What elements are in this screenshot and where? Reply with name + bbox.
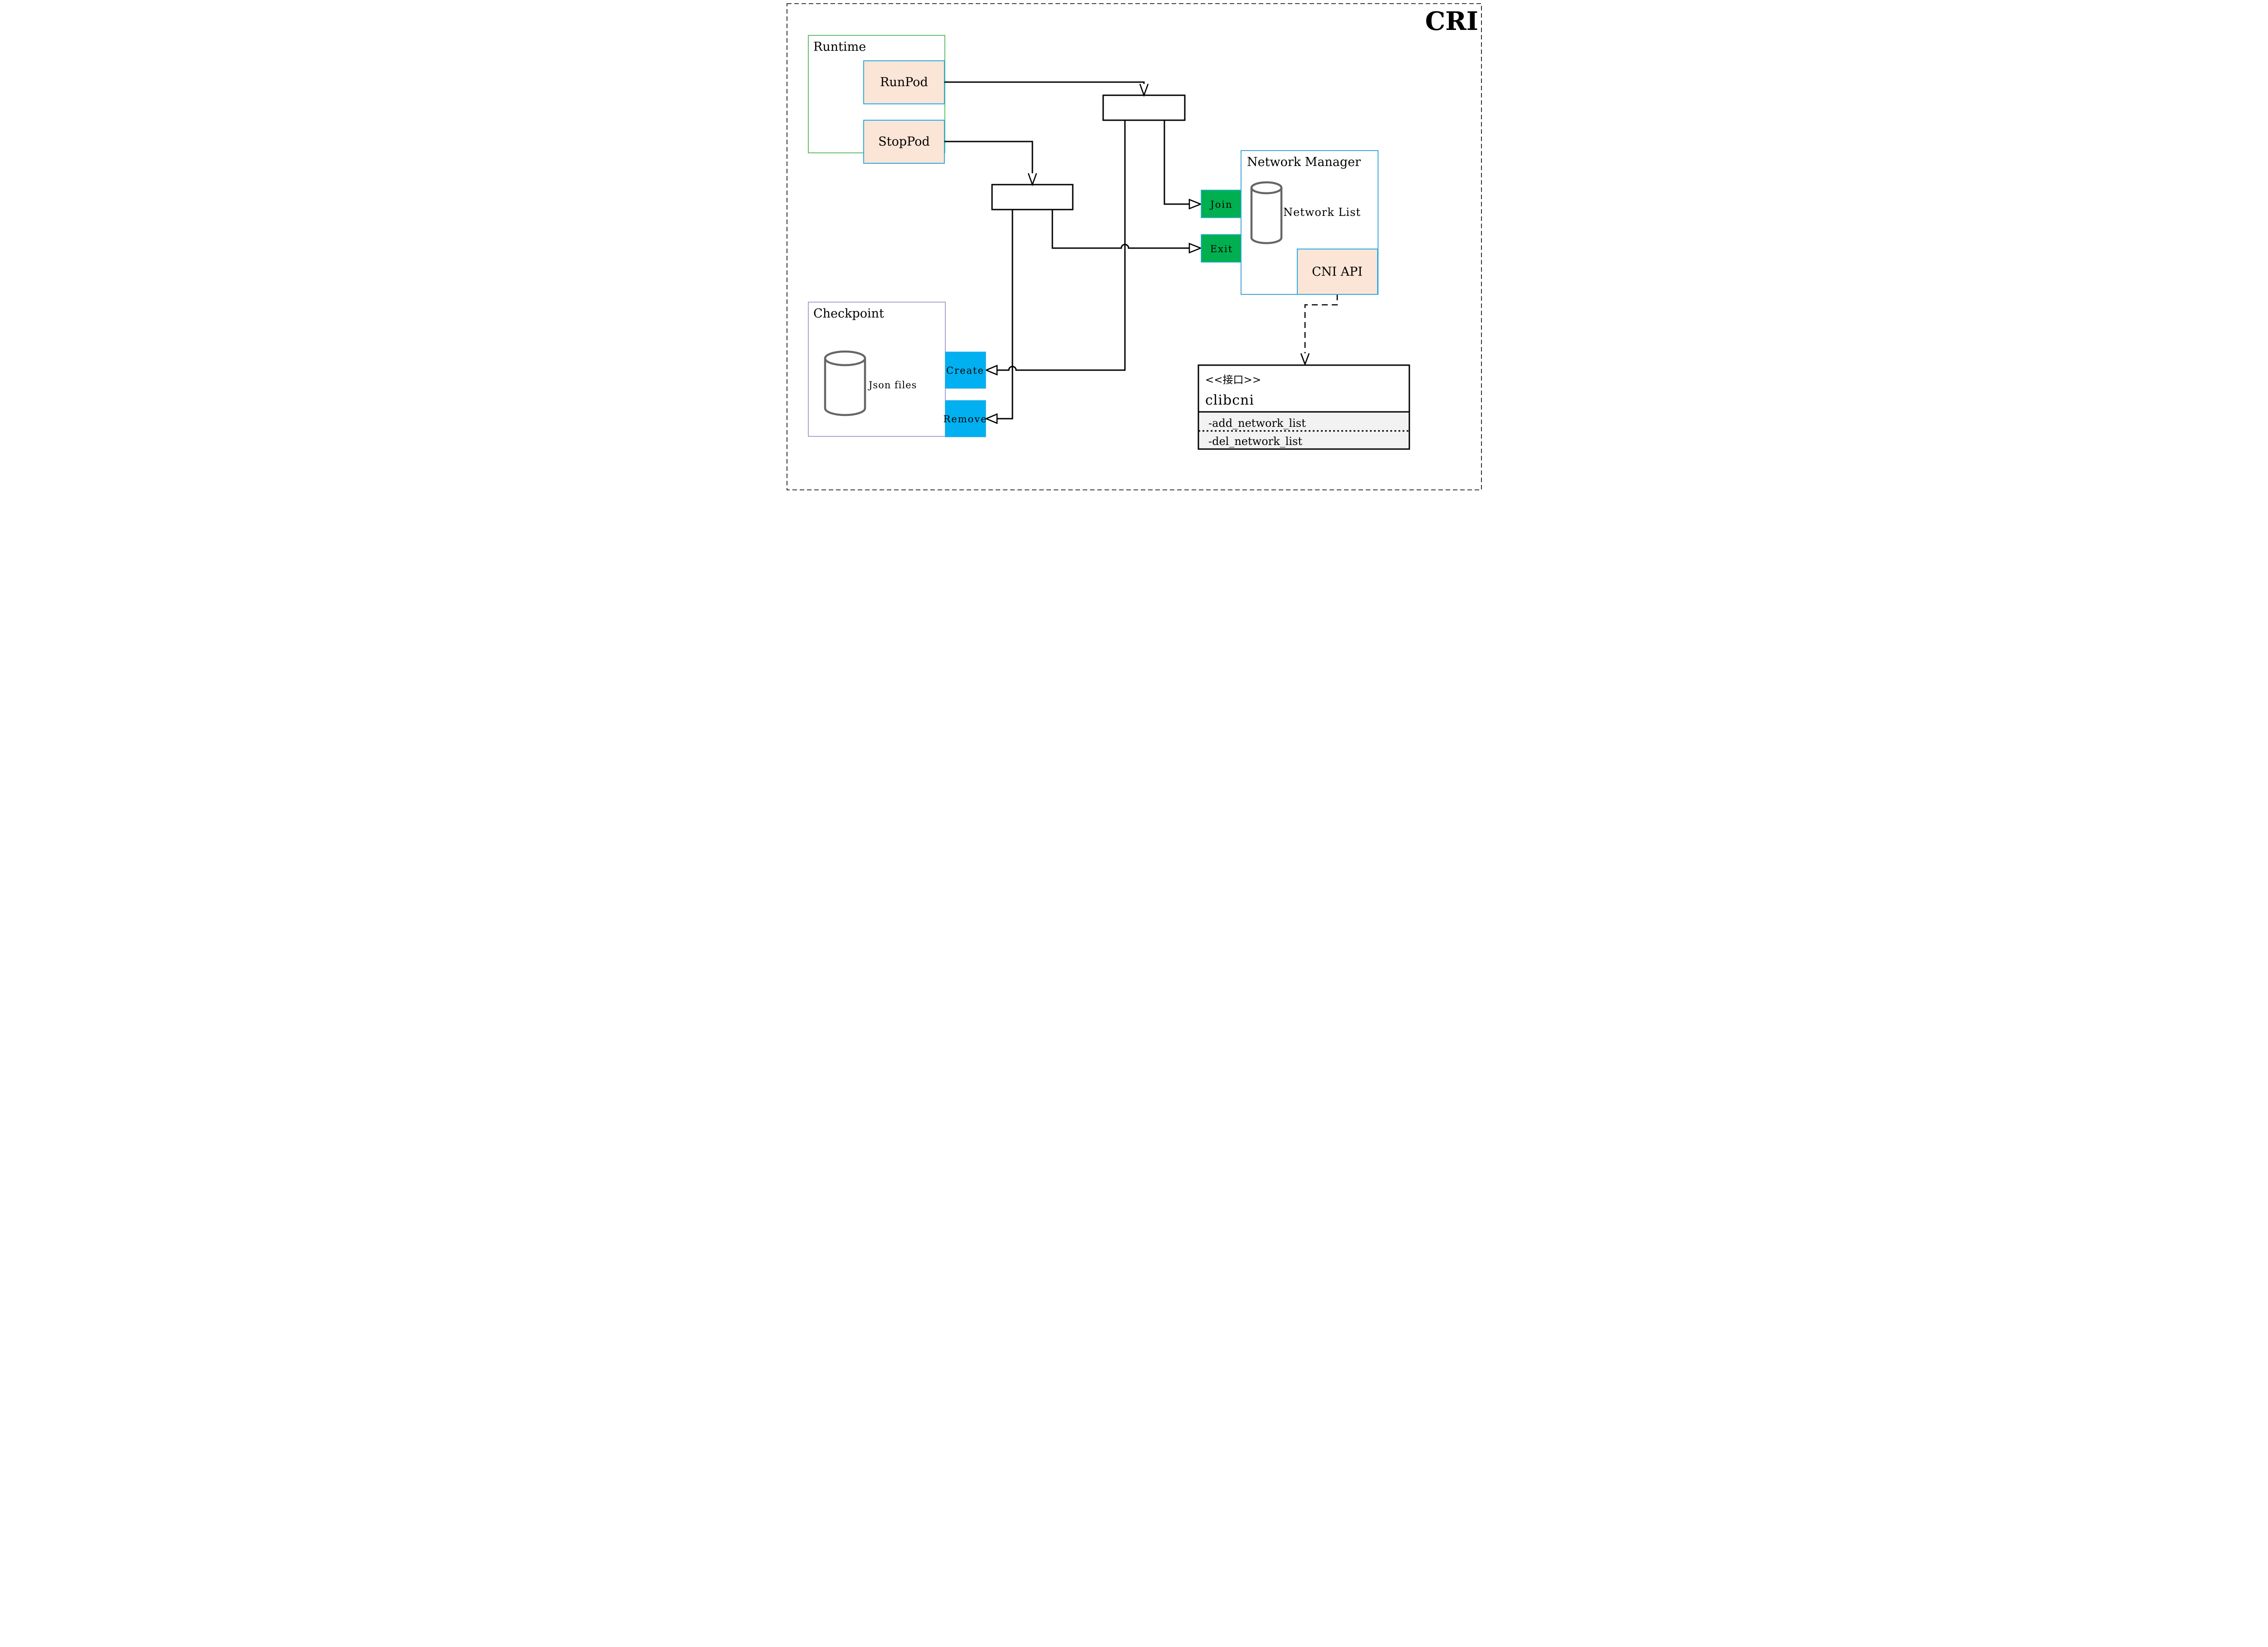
edge-stoppod-to-junction [944,141,1033,173]
diagram-page: CRI Runtime RunPod StopPod [783,0,1485,494]
exit-box [1200,234,1242,263]
junction-bar-stoppod [991,184,1073,210]
runpod-label: RunPod [880,75,928,89]
runpod-box [863,60,945,104]
remove-box [944,400,986,437]
network-manager-label: Network Manager [1247,155,1361,169]
remove-label: Remove [943,414,987,425]
arrowhead-down-clibcni-icon [1300,353,1310,366]
runtime-label: Runtime [813,40,866,54]
arrowhead-left-create-icon [984,365,997,376]
clibcni-stereotype: <<接口>> [1205,374,1261,386]
cni-api-label: CNI API [1312,265,1363,279]
exit-label: Exit [1210,244,1232,254]
create-label: Create [946,365,984,376]
outer-dashed-border [786,3,1482,490]
arrowhead-right-join-icon [1188,199,1202,210]
edge-cniapi-to-clibcni-dashed [1304,294,1338,353]
arrowhead-down-stoppod-icon [1027,173,1037,186]
join-box [1200,190,1242,218]
checkpoint-container: Checkpoint Json files Create Remove [807,302,987,437]
cylinder-body [824,358,866,416]
cri-architecture-diagram: CRI Runtime RunPod StopPod [786,3,1482,490]
join-label: Join [1209,199,1232,210]
clibcni-interface-box: <<接口>> clibcni -add_network_list -del_ne… [1198,364,1410,450]
cni-api-box [1296,249,1378,295]
junction-bar-runpod [1102,94,1185,121]
edge-junction-to-exit [1051,210,1189,249]
checkpoint-label: Checkpoint [813,307,884,321]
create-box [944,352,986,389]
diagram-title: CRI [1425,6,1478,36]
stoppod-label: StopPod [878,135,930,149]
edge-junction-to-remove [997,210,1013,420]
arrowhead-down-runpod-icon [1139,83,1149,97]
json-files-cylinder-icon [824,350,866,416]
stoppod-box [863,120,945,164]
runtime-container: Runtime RunPod StopPod [807,35,945,164]
edge-junction-to-join [1163,120,1189,205]
cylinder-top [1250,181,1282,195]
arrowhead-left-remove-icon [984,413,997,424]
network-manager-container: Network Manager Network List Join Exit C… [1200,150,1378,295]
edge-runpod-to-junction [944,81,1144,84]
cylinder-body [1250,188,1282,244]
clibcni-members-section [1199,412,1408,448]
edge-junction-to-create [997,120,1125,371]
arrowhead-right-exit-icon [1188,243,1202,254]
clibcni-member-add: -add_network_list [1208,417,1306,430]
network-list-label: Network List [1283,206,1361,219]
network-list-cylinder-icon [1250,181,1282,244]
clibcni-member-del: -del_network_list [1208,435,1302,448]
cylinder-top [824,350,866,367]
json-files-label: Json files [868,380,917,391]
clibcni-name: clibcni [1205,392,1254,408]
connectors [944,81,1338,424]
